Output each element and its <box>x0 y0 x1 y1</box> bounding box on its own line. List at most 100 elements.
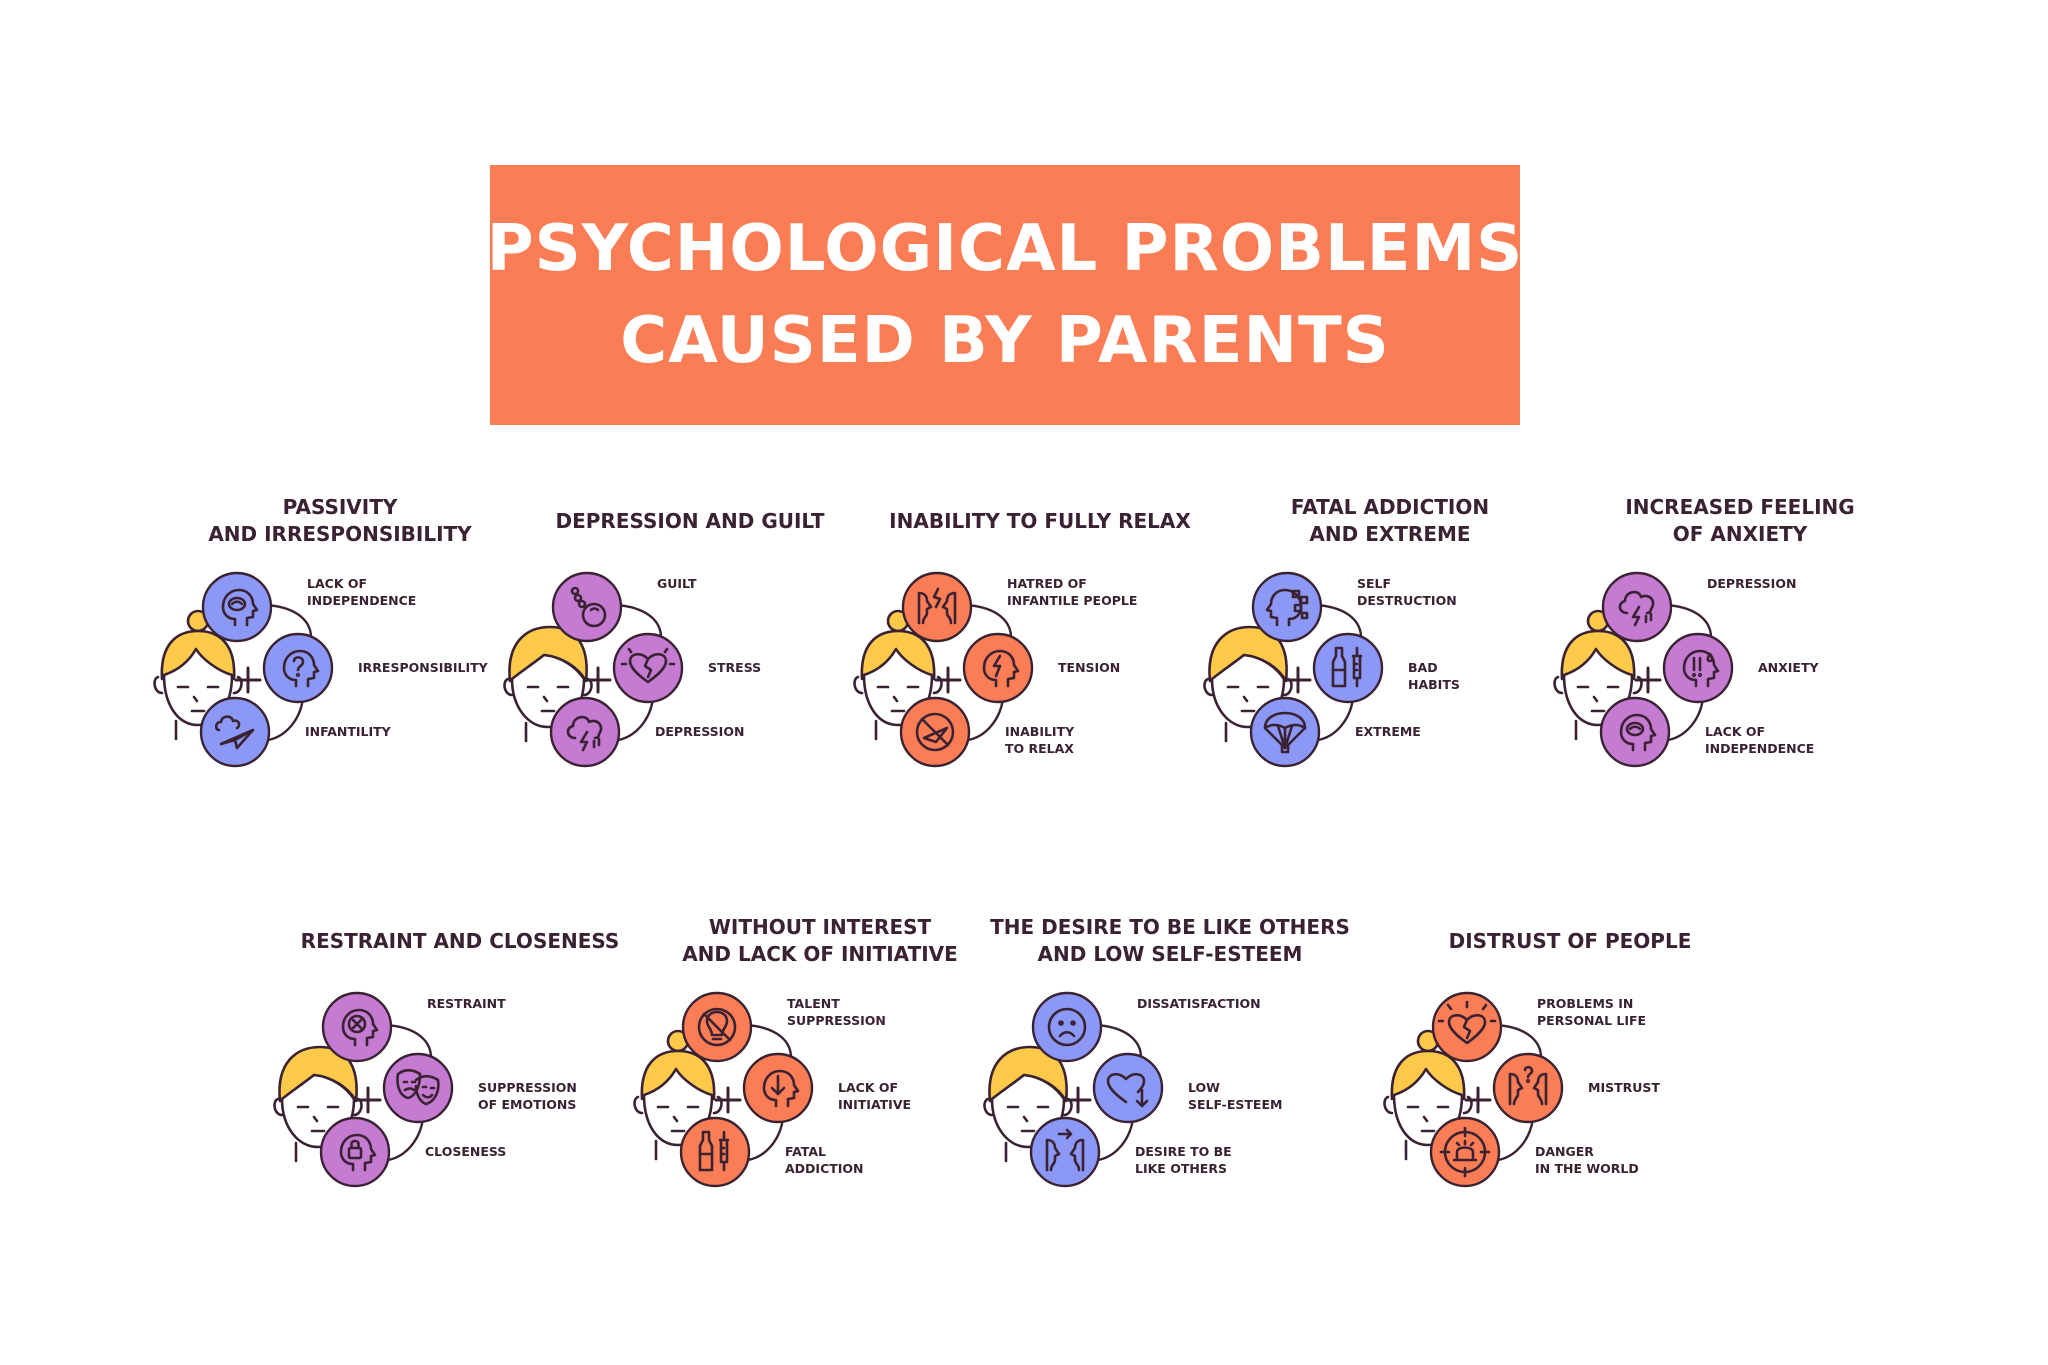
card-diagram-graphic <box>983 991 1164 1188</box>
card-title-line: AND EXTREME <box>1309 522 1471 546</box>
faces-question-icon <box>1492 1052 1564 1124</box>
item-label-line: SUPPRESSION <box>787 1013 886 1028</box>
card-title-line: THE DESIRE TO BE LIKE OTHERS <box>990 915 1350 939</box>
card-diagram-graphic <box>1383 991 1564 1188</box>
card-diagram-graphic <box>153 571 334 768</box>
bottle-syringe-icon <box>679 1116 751 1188</box>
man-face-icon <box>1203 625 1293 743</box>
item-label-line: SELF <box>1357 576 1392 591</box>
card-title: RESTRAINT AND CLOSENESS <box>270 910 650 972</box>
item-label-line: LIKE OTHERS <box>1135 1161 1227 1176</box>
item-label-line: RESTRAINT <box>427 996 506 1011</box>
item-label-line: EXTREME <box>1355 724 1421 739</box>
item-label: DANGER IN THE WORLD <box>1535 1143 1639 1177</box>
item-label: GUILT <box>657 575 696 592</box>
item-label-line: TENSION <box>1058 660 1121 675</box>
woman-face-icon <box>633 1029 723 1161</box>
card-title-line: RESTRAINT AND CLOSENESS <box>300 928 620 953</box>
theater-masks-icon <box>382 1052 454 1124</box>
item-label-line: TO RELAX <box>1005 741 1074 756</box>
card-diagram-graphic <box>1203 571 1384 768</box>
storm-cloud-icon <box>1601 571 1673 643</box>
item-label-line: MISTRUST <box>1588 1080 1660 1095</box>
sad-face-icon <box>1031 991 1103 1063</box>
item-label: IRRESPONSIBILITY <box>358 659 488 676</box>
card-title-line: INABILITY TO FULLY RELAX <box>889 508 1191 533</box>
item-label-line: LOW <box>1188 1080 1220 1095</box>
brain-head-icon <box>1599 696 1671 768</box>
item-label-line: ANXIETY <box>1758 660 1819 675</box>
item-label: SELF DESTRUCTION <box>1357 575 1457 609</box>
alarm-target-icon <box>1429 1116 1501 1188</box>
exclamation-head-icon <box>1662 632 1734 704</box>
item-label-line: LACK OF <box>838 1080 899 1095</box>
card-diagram-graphic <box>273 991 454 1188</box>
page-title-line-1: PSYCHOLOGICAL PROBLEMS <box>486 212 1524 286</box>
item-label: RESTRAINT <box>427 995 506 1012</box>
item-label-line: STRESS <box>708 660 762 675</box>
item-label-line: FATAL <box>785 1144 827 1159</box>
parachute-icon <box>1249 696 1321 768</box>
no-paper-plane-icon <box>899 696 971 768</box>
bottle-syringe-icon <box>1312 632 1384 704</box>
card-diagram-graphic <box>853 571 1034 768</box>
item-label: DEPRESSION <box>1707 575 1796 592</box>
title-banner: PSYCHOLOGICAL PROBLEMS CAUSED BY PARENTS <box>486 165 1524 425</box>
item-label-line: IRRESPONSIBILITY <box>358 660 488 675</box>
man-face-icon <box>983 1045 1073 1163</box>
item-label-line: LACK OF <box>1705 724 1766 739</box>
down-arrow-head-icon <box>742 1052 814 1124</box>
brain-head-icon <box>201 571 273 643</box>
item-label-line: INDEPENDENCE <box>1705 741 1815 756</box>
item-label: TENSION <box>1058 659 1120 676</box>
no-lightbulb-icon <box>681 991 753 1063</box>
item-label-line: IN THE WORLD <box>1535 1161 1639 1176</box>
faces-arrow-icon <box>1029 1116 1101 1188</box>
card-title-line: OF ANXIETY <box>1672 522 1808 546</box>
item-label: ANXIETY <box>1758 659 1819 676</box>
card-title-line: PASSIVITY <box>282 495 398 519</box>
item-label: DEPRESSION <box>655 723 744 740</box>
item-label-line: DESTRUCTION <box>1357 593 1457 608</box>
item-label-line: HATRED OF <box>1007 576 1087 591</box>
card-diagram-graphic <box>633 991 814 1188</box>
card-diagram-graphic <box>1553 571 1734 768</box>
card: THE DESIRE TO BE LIKE OTHERS AND LOW SELF… <box>980 910 1360 1240</box>
card-diagram: GUILT STRESS DEPRESSION <box>503 565 880 815</box>
item-label-line: BAD <box>1408 660 1438 675</box>
item-label-line: DANGER <box>1535 1144 1594 1159</box>
card-title-line: AND LOW SELF-ESTEEM <box>1037 942 1303 966</box>
item-label-line: GUILT <box>657 576 697 591</box>
item-label-line: DISSATISFACTION <box>1137 996 1261 1011</box>
ball-and-chain-icon <box>551 571 623 643</box>
card-title-line: AND IRRESPONSIBILITY <box>208 522 472 546</box>
lock-head-icon <box>319 1116 391 1188</box>
card-title: DEPRESSION AND GUILT <box>500 490 880 552</box>
item-label-line: INFANTILITY <box>305 724 391 739</box>
card: RESTRAINT AND CLOSENESS RESTRAINT SUPPRES… <box>270 910 650 1240</box>
item-label: CLOSENESS <box>425 1143 506 1160</box>
card-title-line: DISTRUST OF PEOPLE <box>1448 928 1692 953</box>
item-label: MISTRUST <box>1588 1079 1660 1096</box>
card-title-line: DEPRESSION AND GUILT <box>555 508 825 533</box>
card-title: DISTRUST OF PEOPLE <box>1380 910 1760 972</box>
